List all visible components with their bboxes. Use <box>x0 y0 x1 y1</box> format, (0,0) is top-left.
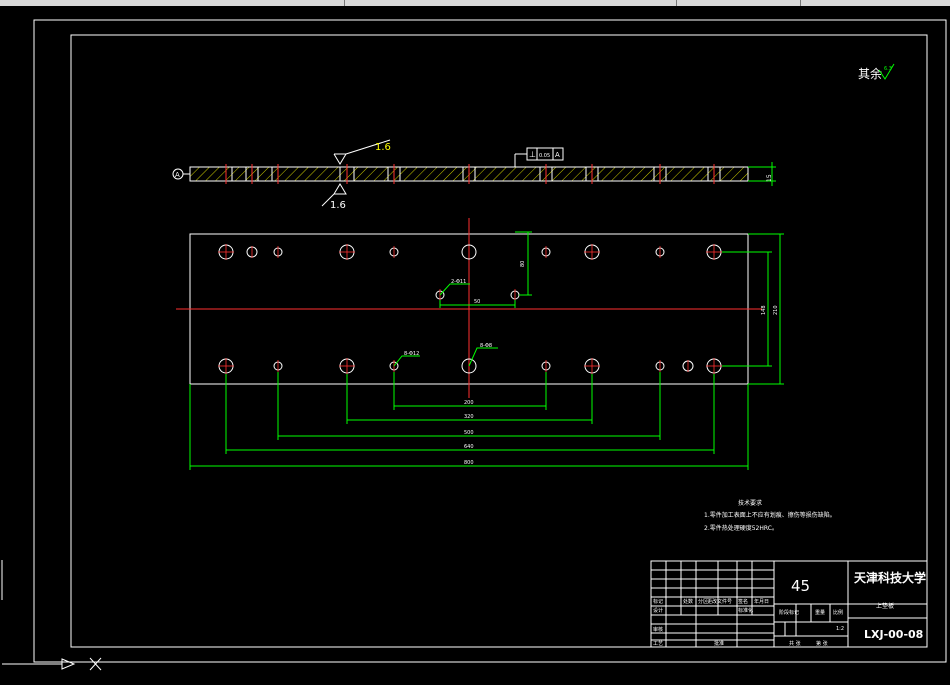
dim-vertical-small: 80 <box>520 261 526 267</box>
label-sheets: 共 张 <box>789 640 801 647</box>
label-sheet-no: 第 张 <box>816 640 828 647</box>
right-dimensions <box>722 233 784 385</box>
part-name: 上垫板 <box>876 602 894 610</box>
dim-row-2: 320 <box>464 414 474 420</box>
dim-row-1: 200 <box>464 400 474 406</box>
side-roughness-top-icon <box>333 139 391 165</box>
label-process: 工艺 <box>653 641 663 647</box>
label-weight: 重量 <box>815 609 825 616</box>
label-scale: 比例 <box>833 609 843 616</box>
label-count: 处数 <box>683 598 693 605</box>
university-name: 天津科技大学 <box>854 570 926 585</box>
hole-callout-leaders <box>393 283 498 367</box>
side-roughness-top: 1.6 <box>375 142 391 153</box>
ucs-icon <box>1 560 102 671</box>
tech-requirements-line-2: 2.零件热处理硬度52HRC。 <box>704 524 778 532</box>
svg-text:A: A <box>175 171 180 179</box>
tech-requirements-line-1: 1.零件加工表面上不应有划痕、擦伤等损伤缺陷。 <box>704 511 836 519</box>
separator <box>800 0 801 6</box>
drawing-number: LXJ-00-08 <box>864 628 923 641</box>
hole-callout-1: 2-Φ11 <box>451 279 466 285</box>
label-approve: 批准 <box>714 640 724 647</box>
label-standardize: 标准化 <box>738 607 753 614</box>
roughness-note: 其余 <box>858 66 882 81</box>
label-sign: 签名 <box>738 598 748 605</box>
hole-callout-2: 8-Φ12 <box>404 351 419 357</box>
cad-drawing-canvas[interactable]: 其余 6.3 <box>0 6 950 685</box>
outer-frame <box>33 19 947 663</box>
window-top-edge <box>0 0 950 6</box>
dim-row-3: 500 <box>464 430 474 436</box>
dim-horizontal-small: 50 <box>474 299 480 305</box>
tech-requirements-heading: 技术要求 <box>738 499 762 507</box>
roughness-symbol-icon <box>878 63 895 80</box>
scale-value: 1:2 <box>836 626 844 632</box>
svg-text:⊥: ⊥ <box>529 150 536 159</box>
side-view <box>189 164 749 184</box>
holes-top-row <box>218 244 722 260</box>
hole-callout-3: 8-Φ8 <box>480 343 492 349</box>
small-dimensions <box>439 231 532 308</box>
side-roughness-bottom-icon <box>321 183 347 207</box>
thickness-dimension <box>748 162 776 186</box>
holes-bottom-row <box>218 358 722 374</box>
title-block <box>650 560 928 648</box>
svg-text:A: A <box>555 151 560 159</box>
thickness-value: 15 <box>766 174 773 182</box>
inner-frame <box>70 34 928 648</box>
svg-text:0.05: 0.05 <box>539 153 550 159</box>
dim-row-4: 640 <box>464 444 474 450</box>
roughness-value: 6.3 <box>884 66 892 72</box>
label-date: 年月日 <box>754 598 769 605</box>
dim-hole-span-v: 148 <box>761 305 767 315</box>
geometric-tolerance-frame: ⊥ 0.05 A <box>514 147 564 167</box>
label-zone: 分区 <box>698 598 708 605</box>
datum-a-marker: A <box>172 168 190 180</box>
separator <box>676 0 677 6</box>
dim-plate-height: 210 <box>773 305 779 315</box>
dim-row-5: 800 <box>464 460 474 466</box>
label-design: 设计 <box>653 607 663 614</box>
label-stage-mark: 阶段标记 <box>779 609 799 616</box>
side-roughness-bottom: 1.6 <box>330 200 346 211</box>
separator <box>344 0 345 6</box>
label-review: 审核 <box>653 626 663 633</box>
label-change-doc: 更改文件号 <box>707 598 732 605</box>
bottom-dimensions <box>189 372 749 470</box>
material: 45 <box>791 577 810 595</box>
holes-center <box>435 290 520 300</box>
label-mark: 标记 <box>653 598 663 605</box>
